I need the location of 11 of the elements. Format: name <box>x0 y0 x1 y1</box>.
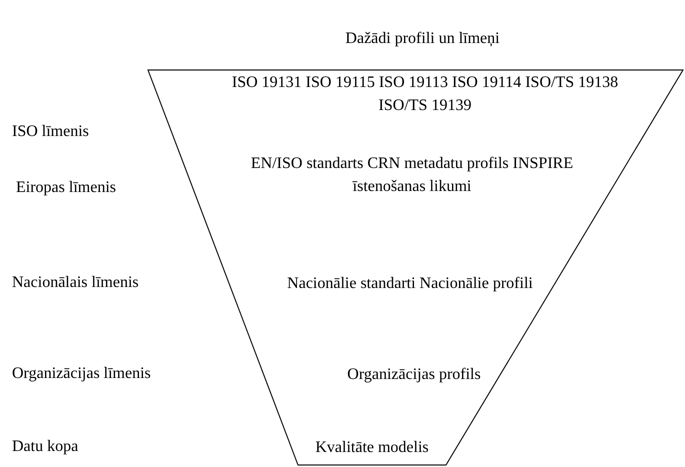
diagram-title: Dažādi profili un līmeņi <box>344 29 501 49</box>
level-label: Datu kopa <box>12 437 78 457</box>
level-text: Kvalitāte modelis <box>314 438 430 458</box>
level-text: EN/ISO standarts CRN metadatu profils INSPIRE īstenošanas likumi <box>250 154 574 197</box>
level-text: ISO 19131 ISO 19115 ISO 19113 ISO 19114 ISO/TS 19138 ISO/TS 19139 <box>230 73 620 116</box>
level-text: Nacionālie standarti Nacionālie profili <box>286 274 534 294</box>
level-label: Organizācijas līmenis <box>12 364 151 384</box>
level-label: Eiropas līmenis <box>16 178 116 198</box>
level-text: Organizācijas profils <box>346 365 482 385</box>
level-label: Nacionālais līmenis <box>12 273 139 293</box>
level-label: ISO līmenis <box>12 122 89 142</box>
